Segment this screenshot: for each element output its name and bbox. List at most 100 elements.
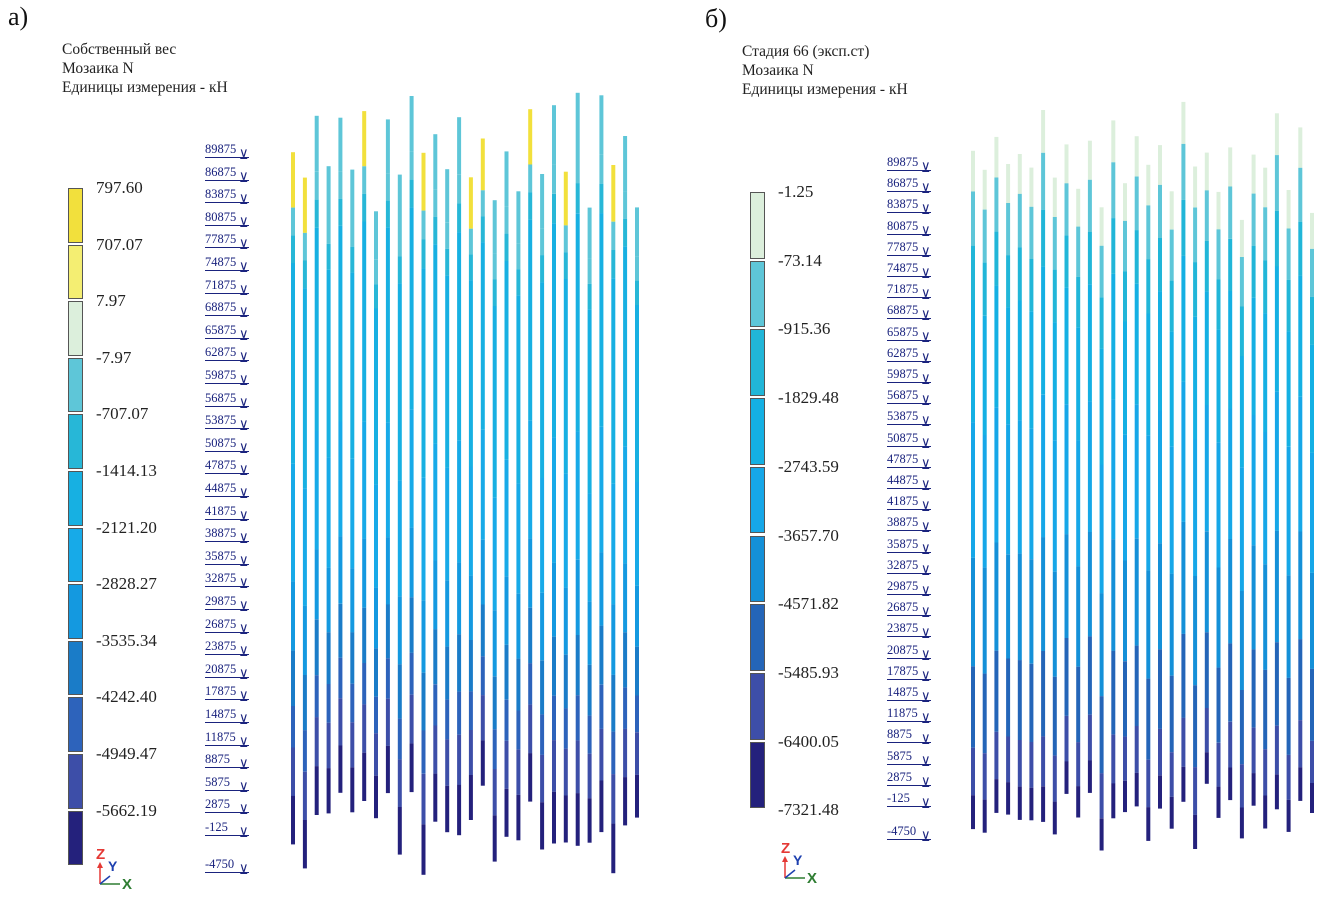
axis-triad-icon: Z Y X: [775, 840, 825, 887]
pile-segment: [1017, 420, 1022, 554]
pile-segment: [1298, 720, 1303, 768]
pile-segment: [1041, 394, 1046, 538]
level-label: 5875: [887, 748, 912, 763]
pile-segment: [1134, 230, 1139, 284]
pile-segment: [468, 466, 473, 576]
pile-segment: [1052, 269, 1057, 323]
pile-segment: [374, 259, 378, 285]
pile-segment: [1029, 311, 1034, 429]
pile-segment: [1146, 570, 1151, 679]
pile-segment: [1251, 297, 1256, 415]
level-mark: 17875⊻: [887, 664, 931, 684]
pile-segment: [1181, 766, 1186, 802]
pile-segment: [302, 605, 307, 675]
level-label: 38875: [887, 515, 919, 530]
pile-segment: [1169, 446, 1174, 574]
pile-segment: [504, 699, 509, 741]
level-arrow-icon: ⊻: [921, 244, 931, 260]
pile-segment: [421, 773, 426, 825]
pile-segment: [1204, 152, 1209, 191]
pile-segment: [1076, 327, 1081, 441]
level-mark: 65875⊻: [887, 325, 931, 345]
pile-segment: [1169, 796, 1174, 829]
pile-segment: [599, 95, 604, 155]
caption-line-mode: Мозаика N: [742, 62, 814, 79]
pile-segment: [516, 243, 521, 270]
pile-segment: [504, 206, 509, 234]
pile-segment: [1134, 283, 1139, 405]
pile-segment: [1146, 313, 1151, 436]
pile-segment: [445, 580, 450, 647]
level-arrow-icon: ⊻: [921, 520, 931, 536]
legend-swatch: [68, 301, 83, 356]
pile-segment: [397, 807, 402, 855]
pile-segment: [1298, 167, 1303, 222]
pile-segment: [291, 706, 295, 748]
pile-segment: [1006, 255, 1011, 308]
pile-segment: [350, 632, 355, 684]
pile-segment: [1239, 257, 1244, 307]
level-arrow-icon: ⊻: [239, 305, 249, 321]
pile-segment: [971, 300, 975, 423]
legend-value: -2121.20: [96, 517, 157, 537]
legend-value: -2743.59: [778, 456, 839, 476]
pile-segment: [1146, 164, 1151, 206]
pile-segment: [1298, 275, 1303, 397]
legend-swatch: [68, 244, 83, 300]
pile-segment: [1087, 140, 1092, 180]
caption-line-load: Собственный вес: [62, 41, 177, 58]
pile-segment: [1263, 795, 1268, 829]
pile-segment: [1099, 593, 1104, 696]
pile: [385, 119, 390, 794]
pile-segment: [575, 213, 580, 432]
pile-segment: [457, 734, 462, 785]
pile-segment: [1216, 191, 1221, 230]
pile-segment: [1181, 633, 1186, 718]
legend-swatch: [750, 604, 765, 671]
legend-swatch: [68, 414, 83, 469]
level-arrow-icon: ⊻: [239, 779, 249, 795]
pile-segment: [528, 420, 533, 539]
pile-segment: [1076, 188, 1081, 227]
pile-segment: [1251, 545, 1256, 650]
pile-segment: [1041, 651, 1046, 737]
pile-segment: [1029, 663, 1034, 742]
pile: [540, 174, 545, 850]
pile-segment: [445, 275, 450, 468]
level-label: 26875: [205, 616, 237, 631]
pile-segment: [1298, 127, 1303, 168]
pile-segment: [457, 562, 462, 635]
pile-segment: [575, 793, 580, 846]
pile-segment: [982, 567, 987, 674]
level-mark: -4750⊻: [205, 857, 249, 877]
pile-segment: [1052, 322, 1057, 441]
pile-segment: [1029, 742, 1034, 788]
pile-segment: [1228, 539, 1233, 644]
pile-segment: [1204, 190, 1209, 241]
pile-segment: [314, 115, 319, 172]
level-arrow-icon: ⊻: [921, 647, 931, 663]
level-mark: 11875⊻: [887, 706, 931, 726]
pile-segment: [1274, 530, 1279, 643]
pile-segment: [385, 604, 390, 659]
pile: [971, 150, 975, 830]
level-mark: 53875⊻: [887, 409, 931, 429]
pile-segment: [1239, 306, 1244, 356]
pile-segment: [623, 246, 628, 447]
level-mark: 47875⊻: [887, 452, 931, 472]
pile-segment: [1298, 639, 1303, 720]
pile-segment: [1181, 521, 1186, 634]
legend-value: -2828.27: [96, 574, 157, 594]
level-label: 2875: [887, 769, 912, 784]
pile-segment: [516, 658, 521, 711]
pile-segment: [385, 537, 390, 605]
pile-segment: [1146, 678, 1151, 760]
pile-segment: [1274, 725, 1279, 775]
pile-segment: [1076, 566, 1081, 667]
pile-segment: [421, 730, 426, 774]
level-label: 44875: [205, 481, 237, 495]
pile-segment: [1064, 638, 1069, 716]
level-arrow-icon: ⊻: [921, 160, 931, 175]
pile-segment: [528, 704, 533, 754]
pile-segment: [1087, 532, 1092, 637]
